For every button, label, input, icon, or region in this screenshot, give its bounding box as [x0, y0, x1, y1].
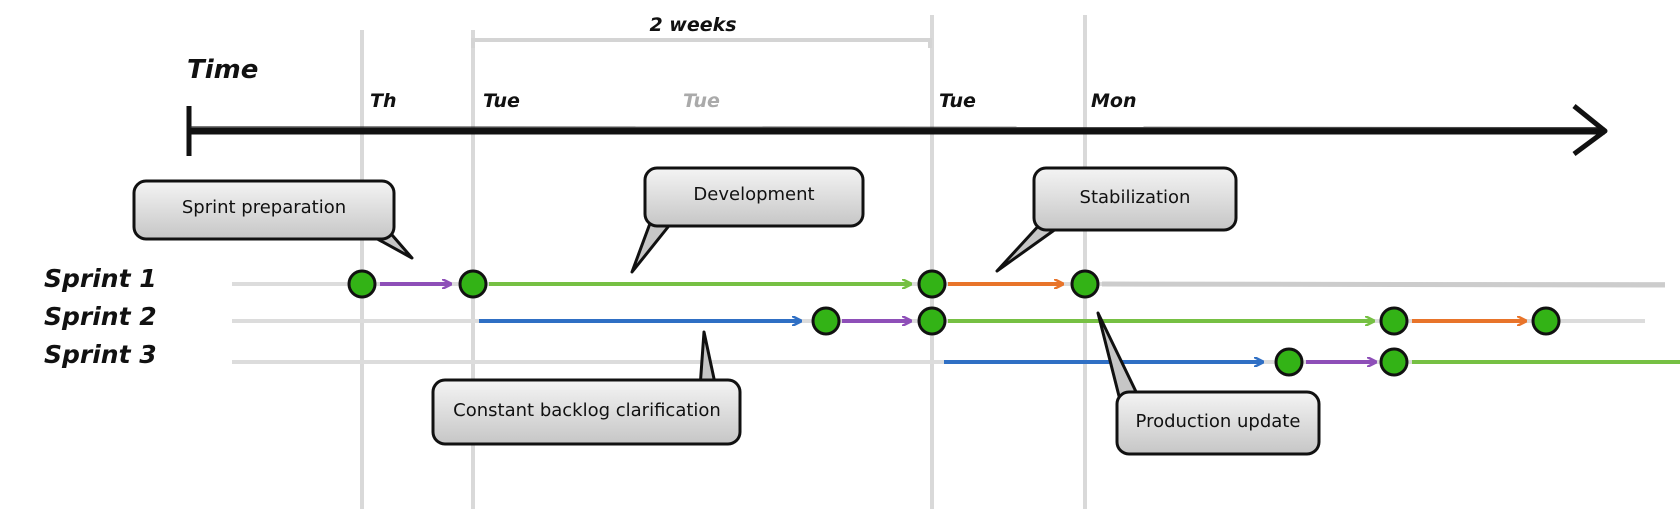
- callout-backlog-clarification: Constant backlog clarification: [431, 330, 742, 446]
- milestone: [458, 269, 488, 299]
- callout-stabilization: Stabilization: [995, 166, 1238, 273]
- milestone: [1531, 306, 1561, 336]
- milestone: [1379, 347, 1409, 377]
- callout-label: Constant backlog clarification: [453, 400, 721, 421]
- sprint-label-2: Sprint 2: [44, 302, 157, 331]
- milestone: [347, 269, 377, 299]
- milestone: [917, 269, 947, 299]
- callout-sprint-preparation: Sprint preparation: [132, 179, 414, 260]
- day-label-th: Th: [370, 90, 397, 112]
- callout-development: Development: [630, 166, 865, 274]
- milestones: [347, 269, 1561, 377]
- callout-production-update: Production update: [1096, 311, 1321, 456]
- time-axis: [186, 104, 1608, 157]
- time-axis-arrowhead: [1572, 104, 1608, 157]
- callout-label: Sprint preparation: [182, 197, 346, 218]
- callout-label: Development: [693, 184, 814, 205]
- sprint-1-continuation: [1101, 281, 1666, 288]
- duration-bracket: [471, 38, 932, 48]
- milestone: [1379, 306, 1409, 336]
- day-label-tue-mid: Tue: [683, 90, 720, 112]
- milestone: [917, 306, 947, 336]
- duration-label: 2 weeks: [649, 14, 736, 36]
- milestone: [1274, 347, 1304, 377]
- sprint-label-3: Sprint 3: [44, 340, 157, 369]
- sprint-label-1: Sprint 1: [44, 264, 157, 293]
- day-label-mon: Mon: [1091, 90, 1137, 112]
- time-axis-label: Time: [187, 55, 258, 85]
- callout-label: Stabilization: [1080, 187, 1191, 208]
- day-label-tue1: Tue: [483, 90, 520, 112]
- sprint-1-phases: [380, 281, 1666, 288]
- milestone: [1070, 269, 1100, 299]
- callout-label: Production update: [1136, 411, 1301, 432]
- day-label-tue2: Tue: [939, 90, 976, 112]
- milestone: [811, 306, 841, 336]
